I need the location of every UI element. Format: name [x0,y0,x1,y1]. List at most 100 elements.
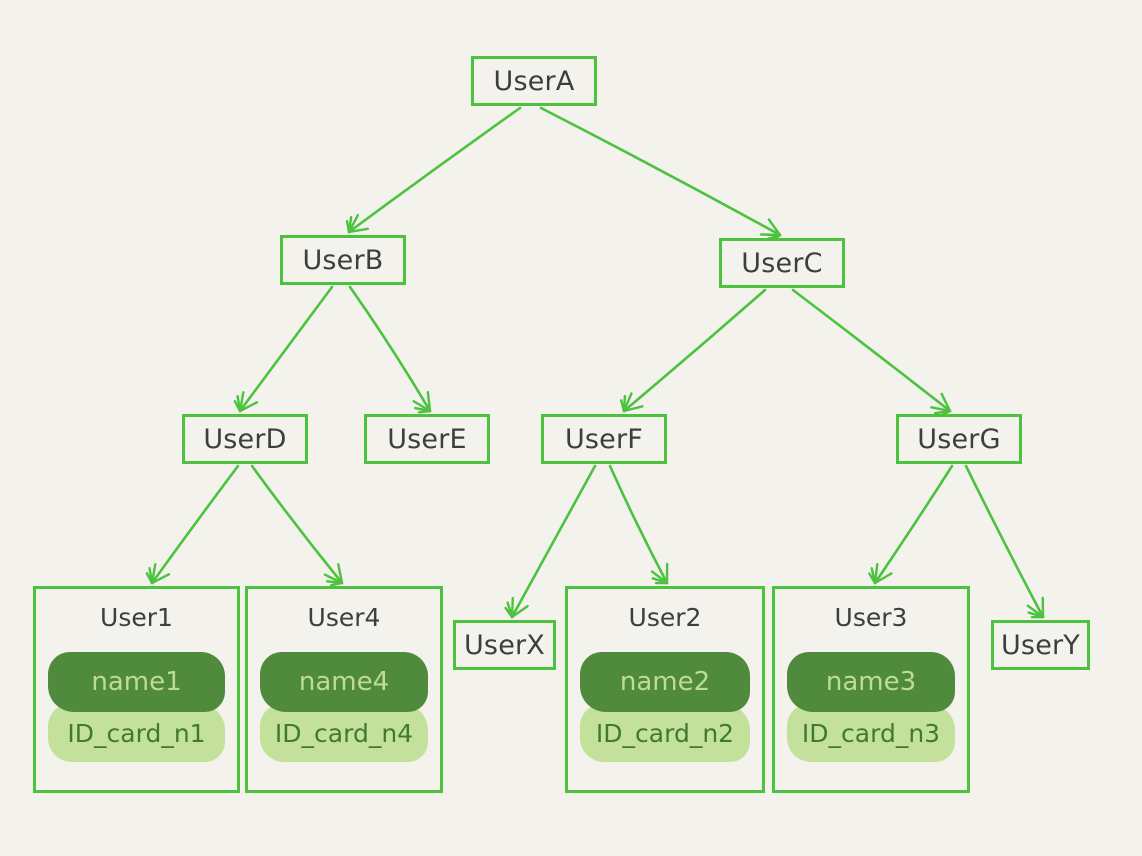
arrowhead-stroke [238,391,245,413]
arrowhead-stroke [622,392,633,413]
edge-userd-to-user4 [250,464,344,587]
node-usera[interactable]: UserA [471,56,597,106]
arrowhead-stroke [412,400,432,413]
node-label: UserD [203,423,287,455]
edge-line [964,464,1045,619]
node-userb[interactable]: UserB [280,235,406,285]
arrowhead-stroke [506,601,514,619]
arrowhead-stroke [417,409,432,414]
id-card-pill[interactable]: ID_card_n2 [580,704,750,762]
arrowhead-stroke [330,581,344,587]
arrowhead-stroke [650,570,669,585]
arrowhead-stroke [145,572,154,585]
arrowhead-stroke [868,572,877,585]
edge-line [250,464,344,585]
edge-userc-to-userf [619,288,767,413]
edge-userb-to-usere [348,285,432,414]
card-title: User1 [100,603,173,632]
arrowhead-stroke [233,400,242,413]
edge-line [150,464,240,585]
edge-usera-to-userc [539,106,782,243]
edge-line [873,464,954,585]
edge-userb-to-userd [233,285,334,413]
edge-line [608,464,669,585]
edge-line [347,106,522,234]
node-userf[interactable]: UserF [541,414,667,464]
arrowhead-stroke [323,573,344,585]
arrowhead-stroke [347,213,360,234]
arrowhead-stroke [873,562,879,585]
node-userg[interactable]: UserG [896,414,1022,464]
node-usere[interactable]: UserE [364,414,490,464]
card-title: User3 [834,603,908,632]
arrowhead-stroke [873,572,893,585]
arrowhead-stroke [933,409,952,415]
edge-line [238,285,334,413]
name-pill[interactable]: name4 [260,652,428,712]
node-label: UserF [564,423,644,455]
arrowhead-stroke [619,399,626,413]
arrowhead-stroke [1027,611,1045,619]
arrowhead-stroke [414,406,432,413]
arrowhead-stroke [345,219,351,234]
arrowhead-stroke [150,563,157,585]
node-userc[interactable]: UserC [719,238,845,288]
node-usery[interactable]: UserY [991,620,1090,670]
edge-userg-to-user3 [868,464,954,585]
name-pill[interactable]: name3 [787,652,955,712]
arrowhead-stroke [767,218,782,237]
card-title: User4 [307,603,381,632]
node-label: UserC [741,247,823,279]
node-label: UserE [387,423,467,455]
arrowhead-stroke [426,390,432,413]
arrowhead-stroke [622,394,627,413]
arrowhead-stroke [236,394,242,413]
node-label: UserX [463,629,546,661]
arrowhead-stroke [148,567,154,585]
node-label: UserY [1000,629,1081,661]
arrowhead-stroke [504,606,514,619]
node-label: UserA [493,65,575,97]
edge-userd-to-user1 [145,464,240,585]
arrowhead-stroke [930,406,952,413]
edge-userg-to-usery [964,464,1045,619]
arrowhead-stroke [238,401,259,413]
node-userd[interactable]: UserD [182,414,308,464]
id-card-pill[interactable]: ID_card_n1 [48,704,225,762]
arrowhead-stroke [150,573,171,585]
arrowhead-stroke [325,580,344,585]
arrowhead-stroke [347,215,353,234]
card-title: User2 [628,603,702,632]
arrowhead-stroke [510,596,515,619]
edge-usera-to-userb [345,106,522,234]
arrowhead-stroke [870,567,877,585]
arrowhead-stroke [347,227,369,234]
edge-userf-to-user2 [608,464,669,585]
edge-line [622,288,767,413]
edge-line [539,106,782,237]
arrowhead-stroke [1026,604,1045,619]
name-pill[interactable]: name2 [580,652,750,712]
edge-userc-to-userg [791,288,952,418]
arrowhead-stroke [622,405,644,413]
node-label: UserG [917,423,1001,455]
arrowhead-stroke [337,563,344,585]
node-userx[interactable]: UserX [453,620,556,670]
arrowhead-stroke [940,392,952,413]
edge-line [791,288,952,413]
id-card-pill[interactable]: ID_card_n4 [260,704,428,762]
edge-line [348,285,432,413]
name-pill[interactable]: name1 [48,652,225,712]
arrowhead-stroke [759,233,782,237]
id-card-pill[interactable]: ID_card_n3 [787,704,955,762]
arrowhead-stroke [651,577,669,585]
